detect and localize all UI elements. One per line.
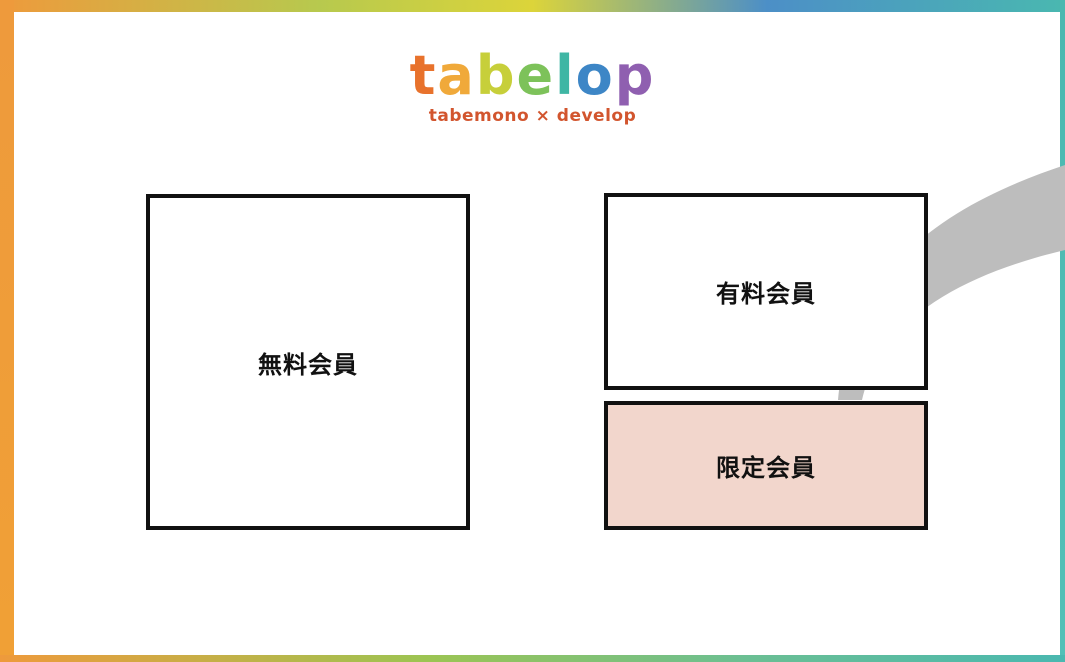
logo-letter: a bbox=[437, 44, 476, 107]
limited-member-box: 限定会員 bbox=[604, 401, 928, 530]
free-member-box: 無料会員 bbox=[146, 194, 470, 530]
logo-letter: b bbox=[475, 44, 517, 107]
limited-member-label: 限定会員 bbox=[716, 454, 816, 482]
logo-letter: l bbox=[555, 44, 576, 107]
logo-letter: t bbox=[409, 44, 438, 107]
frame-right-edge bbox=[1060, 0, 1065, 662]
paid-member-label: 有料会員 bbox=[716, 280, 816, 308]
tabelop-logo: tabelop tabemono × develop bbox=[400, 46, 665, 136]
free-member-label: 無料会員 bbox=[258, 350, 358, 379]
frame-left-edge bbox=[0, 0, 14, 662]
logo-letter: p bbox=[614, 44, 656, 107]
logo-letter: o bbox=[575, 44, 615, 107]
frame-bottom-edge bbox=[0, 655, 1065, 662]
logo-subtitle: tabemono × develop bbox=[428, 106, 637, 126]
logo-wordmark: tabelop bbox=[400, 46, 665, 106]
logo-letter: e bbox=[516, 44, 556, 107]
paid-member-box: 有料会員 bbox=[604, 193, 928, 390]
